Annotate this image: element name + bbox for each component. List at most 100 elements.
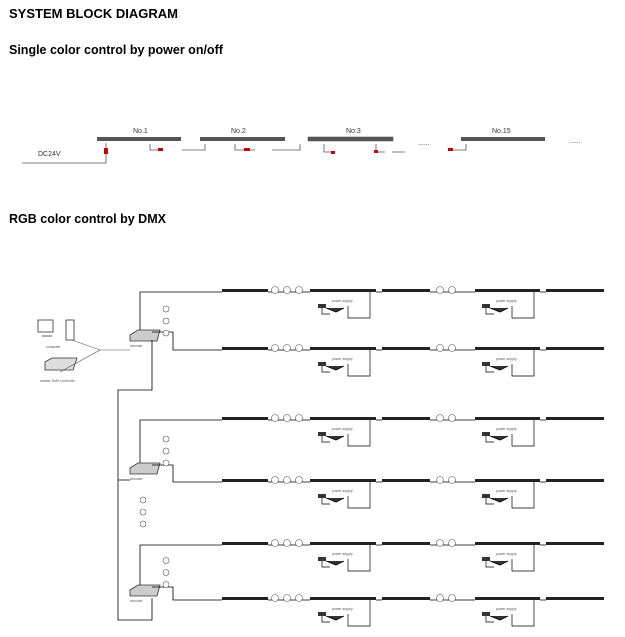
dmx-decoder: decoder <box>129 291 218 351</box>
psu-label: power supply <box>332 427 353 431</box>
power-supply-icon <box>325 615 345 621</box>
rgb-led-bar <box>222 597 268 600</box>
dmx-controller-icon <box>44 357 78 371</box>
rgb-led-bar <box>546 417 604 420</box>
ellipsis-dot <box>283 286 291 294</box>
power-label: DC24V <box>38 151 61 158</box>
ellipsis-dot <box>271 286 279 294</box>
unit-label: No.3 <box>346 128 361 135</box>
ellipsis-dot <box>139 508 147 516</box>
rgb-led-bar <box>310 597 376 600</box>
psu-label: power supply <box>332 299 353 303</box>
rgb-row: power supply power supply <box>218 539 604 572</box>
dmx-decoder: decoder <box>129 544 218 603</box>
rgb-led-bar <box>475 289 540 292</box>
ellipsis-dot <box>283 594 291 602</box>
psu-label: power supply <box>496 552 517 556</box>
computer-icon <box>37 319 75 341</box>
ellipsis-dot <box>436 539 444 547</box>
psu-label: power supply <box>496 489 517 493</box>
ellipsis-dot <box>295 594 303 602</box>
rgb-led-bar <box>222 542 268 545</box>
power-supply-icon <box>489 307 509 313</box>
power-supply-icon <box>325 560 345 566</box>
ellipsis: ...... <box>569 138 581 145</box>
rgb-led-bar <box>475 597 540 600</box>
psu-label: power supply <box>332 552 353 556</box>
ellipsis-dot <box>436 594 444 602</box>
page-title: SYSTEM BLOCK DIAGRAM <box>9 6 178 21</box>
power-supply-icon <box>489 615 509 621</box>
decoder-icon <box>318 304 326 308</box>
power-supply-icon <box>489 497 509 503</box>
dmx-chain-wire <box>117 340 153 621</box>
decoder-label: decoder <box>130 344 143 348</box>
led-bar-no2 <box>200 137 285 141</box>
rgb-led-bar <box>546 597 604 600</box>
power-supply-icon <box>325 435 345 441</box>
connector <box>104 148 108 154</box>
ellipsis-dot <box>283 476 291 484</box>
power-supply-icon <box>489 365 509 371</box>
rgb-led-bar <box>382 347 430 350</box>
decoder-icon <box>318 362 326 366</box>
rgb-led-bar <box>475 479 540 482</box>
decoder-icon <box>318 612 326 616</box>
single-color-diagram <box>22 143 467 164</box>
ellipsis-dot <box>283 539 291 547</box>
rgb-row: power supply power supply <box>218 414 604 447</box>
rgb-led-bar <box>382 479 430 482</box>
rgb-led-bar <box>382 289 430 292</box>
decoder-icon <box>482 432 490 436</box>
power-wire <box>22 143 107 164</box>
ellipsis-dot <box>436 414 444 422</box>
rgb-dmx-diagram: power supply power supply power supply powe… <box>117 286 604 627</box>
decoder-icon <box>482 304 490 308</box>
psu-label: power supply <box>332 357 353 361</box>
rgb-led-bar <box>222 347 268 350</box>
ellipsis-dot <box>295 344 303 352</box>
ellipsis-dot <box>295 414 303 422</box>
rgb-led-bar <box>546 542 604 545</box>
power-supply-icon <box>489 560 509 566</box>
unit-label: No.1 <box>133 128 148 135</box>
ellipsis-dot <box>271 344 279 352</box>
rgb-led-bar <box>310 417 376 420</box>
section-heading-single-color: Single color control by power on/off <box>9 43 223 57</box>
ellipsis-dot <box>448 539 456 547</box>
rgb-led-bar <box>546 289 604 292</box>
ellipsis-dot <box>283 344 291 352</box>
rgb-led-bar <box>310 289 376 292</box>
ellipsis-dot <box>271 539 279 547</box>
rgb-led-bar <box>310 479 376 482</box>
section-heading-rgb-dmx: RGB color control by DMX <box>9 212 166 226</box>
ellipsis-dot <box>436 476 444 484</box>
ellipsis-dot <box>436 286 444 294</box>
rgb-led-bar <box>310 347 376 350</box>
psu-label: power supply <box>496 427 517 431</box>
ellipsis-dot <box>139 520 147 528</box>
ellipsis-dot <box>271 476 279 484</box>
rgb-led-bar <box>382 417 430 420</box>
ellipsis-dot <box>448 344 456 352</box>
decoder-icon <box>318 432 326 436</box>
rgb-led-bar <box>382 597 430 600</box>
computer-label: computer <box>46 345 61 349</box>
rgb-led-bar <box>475 347 540 350</box>
decoder-icon <box>482 494 490 498</box>
power-supply-icon <box>325 307 345 313</box>
ellipsis-dot <box>295 539 303 547</box>
power-supply-icon <box>325 365 345 371</box>
dmx-decoder: decoder <box>129 419 218 483</box>
rgb-led-bar <box>475 542 540 545</box>
psu-label: power supply <box>332 607 353 611</box>
decoder-label: decoder <box>130 477 143 481</box>
power-supply-icon <box>325 497 345 503</box>
rgb-led-bar <box>222 417 268 420</box>
decoder-icon <box>482 612 490 616</box>
ellipsis-dot <box>436 344 444 352</box>
